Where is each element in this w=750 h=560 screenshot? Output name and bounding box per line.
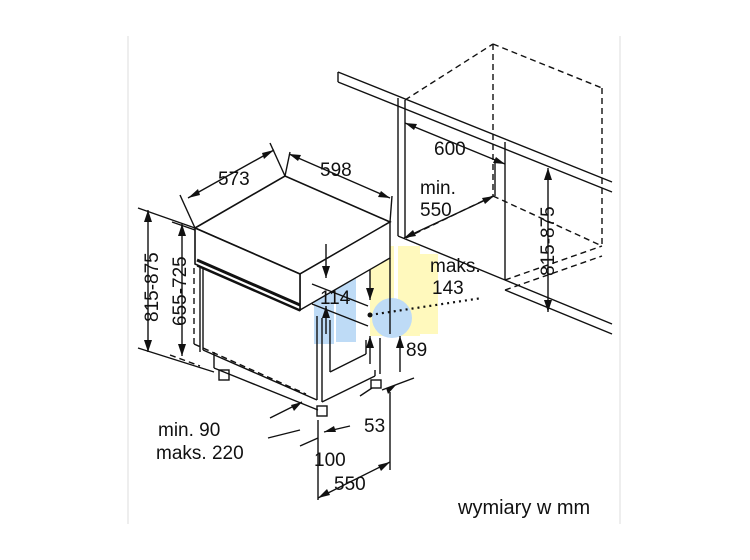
niche-min-label: min. [420, 178, 456, 199]
width-598-label: 598 [320, 160, 352, 181]
depth-53-label: 53 [364, 416, 385, 437]
dishwasher-body [193, 175, 392, 417]
units-note: wymiary w mm [457, 497, 590, 519]
niche-depth-550-label: 550 [420, 200, 452, 221]
maks-label: maks. [430, 256, 481, 277]
dimension-lines [137, 122, 552, 500]
maks-220-label: maks. 220 [156, 443, 244, 464]
height-114-label: 114 [320, 288, 351, 309]
depth-100-label: 100 [314, 450, 346, 471]
niche-width-600-label: 600 [434, 139, 466, 160]
maks-143-label: 143 [432, 278, 464, 299]
height-815-875-label: 815-875 [142, 252, 163, 322]
niche-height-815-875-label: 815-875 [538, 206, 559, 276]
min-90-label: min. 90 [158, 420, 220, 441]
depth-550-label: 550 [334, 474, 366, 495]
height-655-725-label: 655-725 [170, 256, 191, 326]
depth-573-label: 573 [218, 169, 250, 190]
height-89-label: 89 [406, 340, 427, 361]
